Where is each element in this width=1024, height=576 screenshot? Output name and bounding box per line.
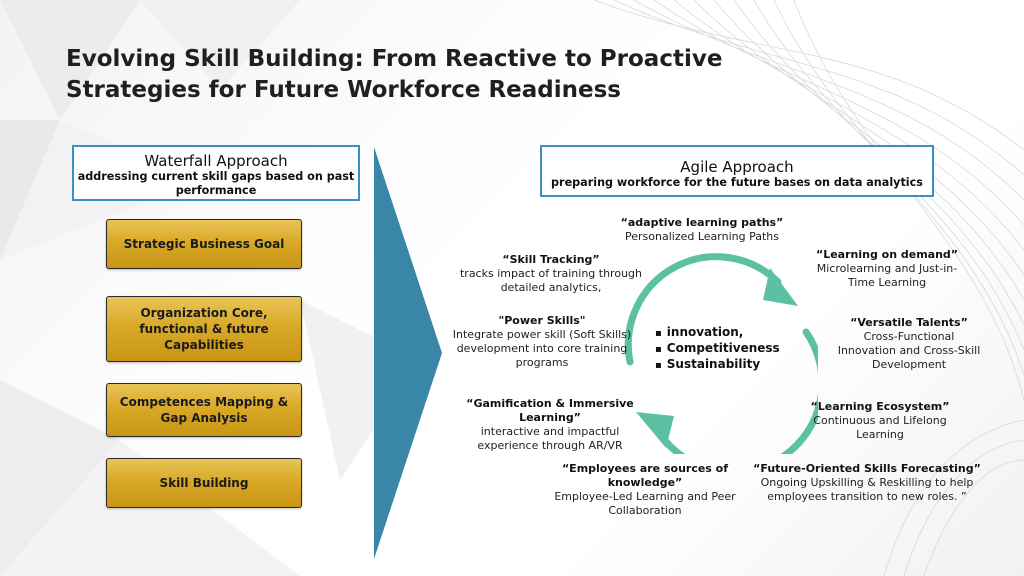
page-title: Evolving Skill Building: From Reactive t…: [66, 44, 766, 106]
value-competitiveness: Competitiveness: [655, 341, 780, 357]
agile-item-power-skills: "Power Skills" Integrate power skill (So…: [452, 314, 632, 369]
waterfall-step-strategic-goal: Strategic Business Goal: [106, 219, 302, 269]
waterfall-step-gap-analysis: Competences Mapping & Gap Analysis: [106, 383, 302, 437]
agile-item-skills-forecasting: “Future-Oriented Skills Forecasting” Ong…: [753, 462, 981, 503]
waterfall-step-skill-building: Skill Building: [106, 458, 302, 508]
title-line-2: Strategies for Future Workforce Readines…: [66, 77, 621, 103]
waterfall-subtitle: addressing current skill gaps based on p…: [77, 170, 355, 197]
value-sustainability: Sustainability: [655, 357, 780, 373]
waterfall-heading: Waterfall Approach: [144, 152, 288, 170]
agile-item-skill-tracking: “Skill Tracking” tracks impact of traini…: [459, 253, 642, 294]
agile-subtitle: preparing workforce for the future bases…: [551, 176, 923, 189]
core-values-list: innovation, Competitiveness Sustainabili…: [655, 325, 780, 373]
waterfall-step-capabilities: Organization Core, functional & future C…: [106, 296, 302, 362]
agile-item-employees-knowledge: “Employees are sources of knowledge” Emp…: [554, 462, 736, 517]
transition-arrow-icon: [374, 147, 442, 559]
value-innovation: innovation,: [655, 325, 780, 341]
cycle-arrows-icon: [624, 253, 818, 454]
agile-heading: Agile Approach: [680, 158, 794, 176]
agile-item-learning-on-demand: “Learning on demand” Microlearning and J…: [815, 248, 959, 289]
agile-header-box: Agile Approach preparing workforce for t…: [540, 145, 934, 197]
waterfall-header-box: Waterfall Approach addressing current sk…: [72, 145, 360, 201]
agile-item-adaptive-learning: “adaptive learning paths” Personalized L…: [620, 216, 784, 243]
agile-item-versatile-talents: “Versatile Talents” Cross-Functional Inn…: [837, 316, 981, 371]
title-line-1: Evolving Skill Building: From Reactive t…: [66, 46, 723, 72]
agile-item-learning-ecosystem: “Learning Ecosystem” Continuous and Life…: [810, 400, 950, 441]
agile-item-gamification: “Gamification & Immersive Learning” inte…: [466, 397, 634, 452]
background-facets: [0, 0, 420, 576]
